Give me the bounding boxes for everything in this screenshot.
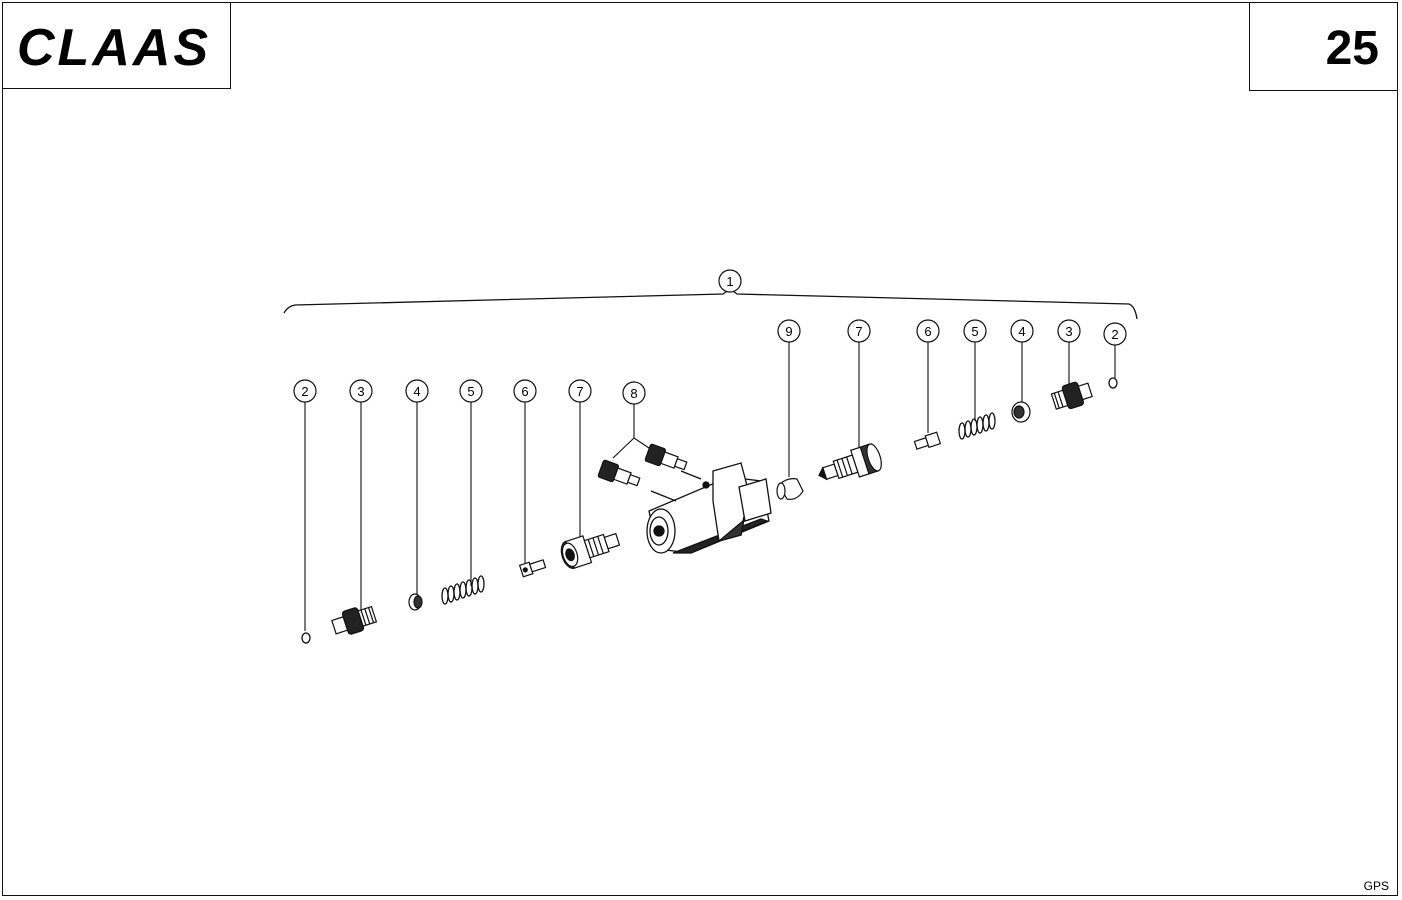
callout-right-6: 6 [916, 319, 940, 343]
claas-logo: CLAAS [17, 23, 211, 71]
part-spring-left [441, 575, 485, 605]
callout-right-4-label: 4 [1018, 324, 1025, 339]
callout-right-2-label: 2 [1111, 327, 1118, 342]
callout-left-5: 5 [459, 379, 483, 403]
callout-left-4: 4 [405, 379, 429, 403]
callout-left-5-label: 5 [467, 384, 474, 399]
callout-left-8-label: 8 [630, 386, 637, 401]
callout-right-3-label: 3 [1065, 324, 1072, 339]
callout-left-7: 7 [568, 379, 592, 403]
callout-left-3: 3 [349, 379, 373, 403]
callout-right-6-label: 6 [924, 324, 931, 339]
callout-right-9: 9 [777, 319, 801, 343]
callout-left-7-label: 7 [576, 384, 583, 399]
callout-left-4-label: 4 [413, 384, 420, 399]
page-number: 25 [1325, 22, 1379, 75]
callout-right-4: 4 [1010, 319, 1034, 343]
part-hex-nipple-right [1050, 381, 1093, 410]
callout-left-3-label: 3 [357, 384, 364, 399]
callout-right-7: 7 [847, 319, 871, 343]
part-o-ring-left [301, 632, 311, 644]
callout-left-8: 8 [622, 381, 646, 405]
page-number-box: 25 [1249, 3, 1397, 91]
callout-left-2: 2 [293, 379, 317, 403]
callout-right-7-label: 7 [855, 324, 862, 339]
claas-logo-text: CLAAS [17, 23, 211, 71]
callout-right-3: 3 [1057, 319, 1081, 343]
part-hex-nipple-left [331, 605, 378, 635]
callout-right-9-label: 9 [785, 324, 792, 339]
left-group-callouts [304, 402, 650, 631]
callout-right-5-label: 5 [971, 324, 978, 339]
callout-left-6-label: 6 [521, 384, 528, 399]
callout-1-label: 1 [726, 274, 733, 289]
part-disc-left [408, 593, 423, 611]
callout-right-5: 5 [963, 319, 987, 343]
part-plug-lower [597, 459, 641, 487]
callout-1: 1 [718, 269, 742, 293]
exploded-parts-diagram: 1 2 3 4 5 [283, 269, 1138, 644]
part-cap [776, 478, 804, 500]
footer-code: GPS [1363, 879, 1389, 893]
part-disc-right [1011, 401, 1031, 423]
part-valve-pin-left [518, 559, 547, 578]
callout-right-2: 2 [1103, 322, 1127, 346]
part-valve-body [646, 462, 772, 554]
part-union-fitting-right [818, 443, 882, 481]
part-spring-right [958, 412, 996, 440]
assembly-bracket [283, 288, 1138, 320]
part-plug-upper [644, 443, 688, 471]
part-valve-pin-right [913, 431, 942, 450]
part-union-fitting-left [560, 532, 621, 569]
part-o-ring-right [1108, 377, 1118, 389]
logo-box: CLAAS [3, 3, 231, 89]
callout-left-6: 6 [513, 379, 537, 403]
callout-left-2-label: 2 [301, 384, 308, 399]
right-group-callouts [788, 342, 1116, 477]
